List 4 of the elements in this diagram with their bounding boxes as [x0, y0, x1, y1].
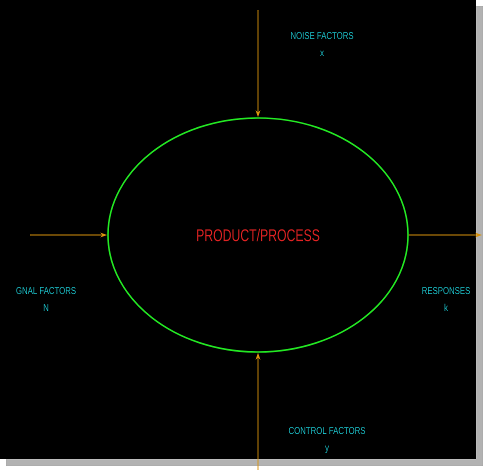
- factor-label: RESPONSES k: [422, 287, 470, 311]
- factor-label: NOISE FACTORS x: [291, 32, 354, 56]
- factor-label: GNAL FACTORS N: [16, 287, 76, 311]
- factor-label: CONTROL FACTORS y: [288, 426, 366, 454]
